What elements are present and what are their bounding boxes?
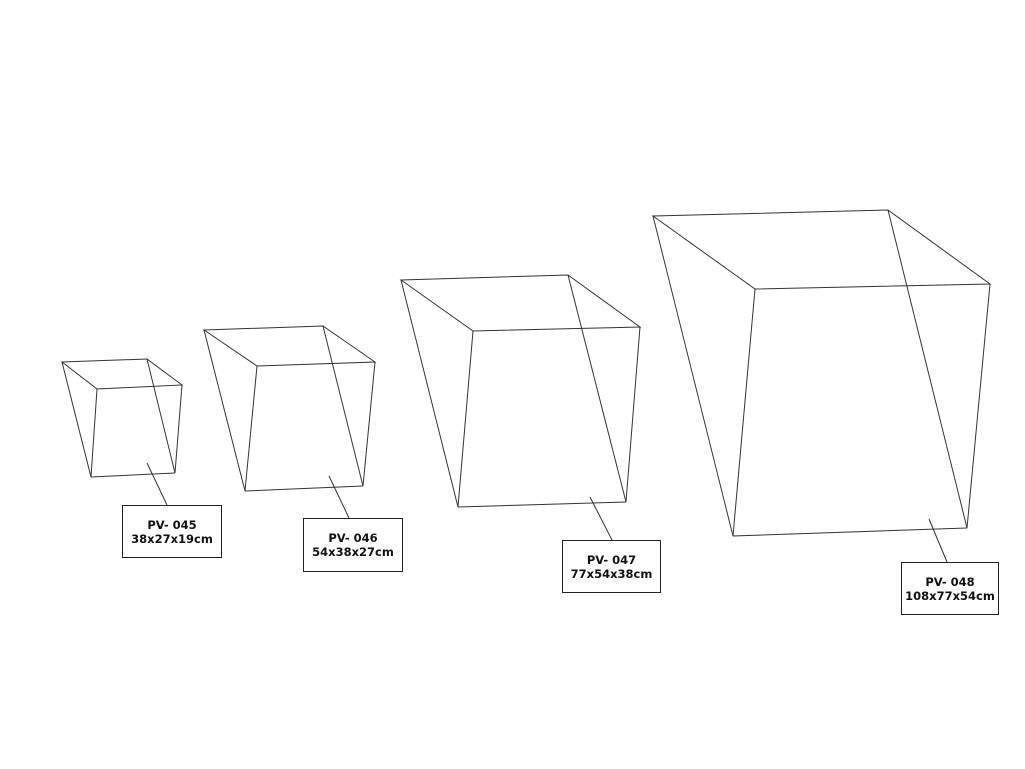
planter-pv-045-drawing bbox=[60, 358, 184, 506]
product-code: PV- 046 bbox=[328, 531, 378, 545]
product-code: PV- 047 bbox=[586, 552, 637, 567]
label-pv-047: PV- 047 77x54x38cm bbox=[562, 540, 661, 593]
leader-line bbox=[328, 475, 350, 519]
leader-line bbox=[589, 496, 613, 541]
label-pv-048: PV- 048 108x77x54cm bbox=[901, 562, 999, 615]
product-code: PV- 048 bbox=[925, 574, 975, 589]
planter-pv-046-drawing bbox=[202, 325, 377, 519]
planter-pv-048-drawing bbox=[651, 209, 992, 563]
product-size: 54x38x27cm bbox=[312, 545, 394, 559]
leader-line bbox=[146, 462, 168, 506]
product-code: PV- 045 bbox=[147, 517, 197, 532]
label-pv-045: PV- 045 38x27x19cm bbox=[122, 505, 222, 558]
product-size: 38x27x19cm bbox=[131, 531, 213, 546]
product-size: 77x54x38cm bbox=[570, 566, 653, 581]
leader-line bbox=[928, 518, 948, 563]
product-size: 108x77x54cm bbox=[905, 588, 995, 603]
label-pv-046: PV- 046 54x38x27cm bbox=[303, 518, 403, 572]
planter-pv-047-drawing bbox=[399, 274, 642, 541]
